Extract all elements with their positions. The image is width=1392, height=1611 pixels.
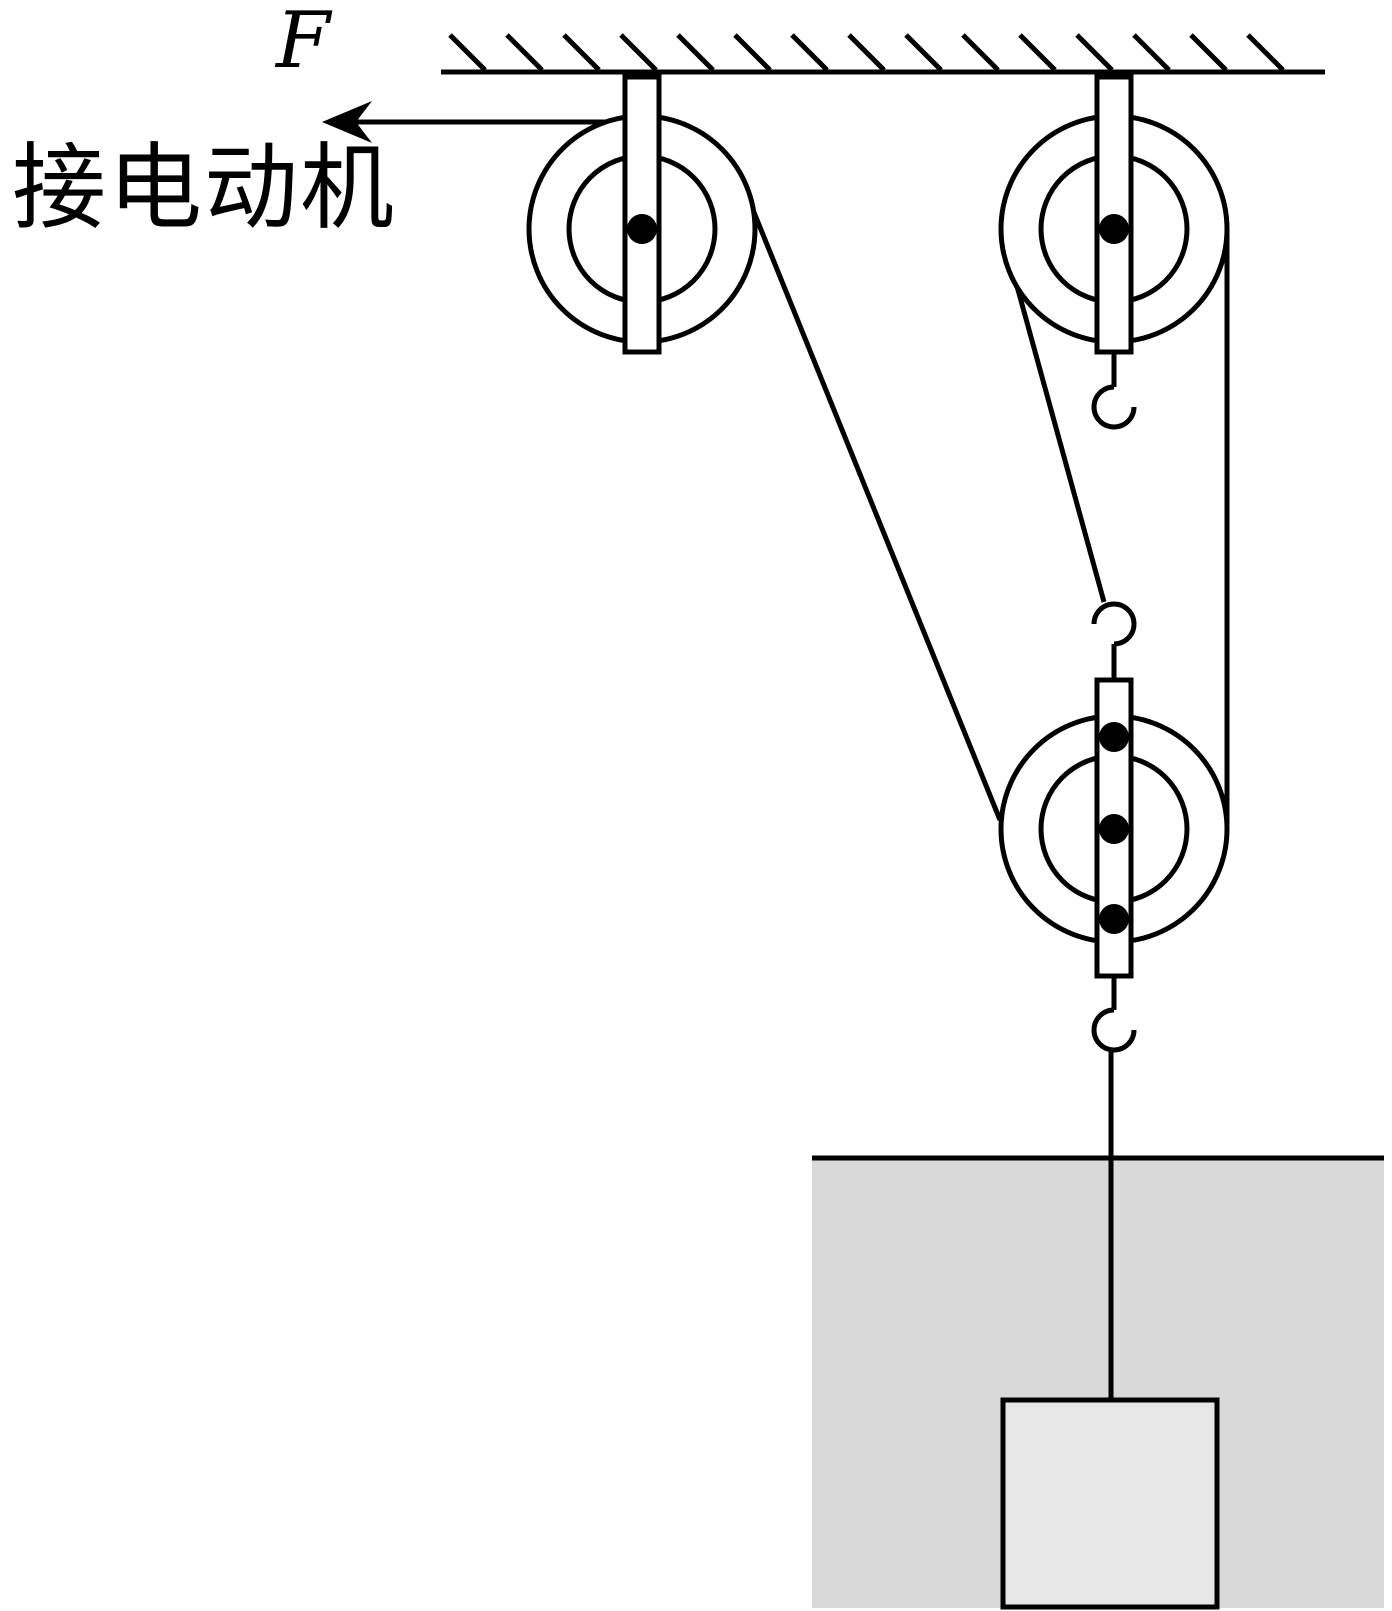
force-label: F bbox=[276, 0, 331, 86]
ceiling bbox=[441, 33, 1325, 75]
left-fixed-pulley bbox=[526, 74, 758, 355]
submerged-block bbox=[1000, 1397, 1220, 1610]
rope-fixed-hook-to-moving-pulley-hook bbox=[1009, 267, 1107, 603]
moving-pulley-top-hook bbox=[1091, 601, 1137, 680]
motor-label: 接电动机 bbox=[12, 134, 397, 243]
moving-pulley-bottom-hook bbox=[1091, 976, 1137, 1053]
ropes bbox=[340, 119, 1230, 1400]
fixed-pulley-hook bbox=[1091, 352, 1137, 430]
right-fixed-pulley bbox=[998, 74, 1230, 355]
rope-left-pulley-to-moving-pulley bbox=[748, 204, 1003, 821]
force-arrow-head bbox=[322, 101, 372, 143]
moving-pulley bbox=[998, 677, 1230, 979]
